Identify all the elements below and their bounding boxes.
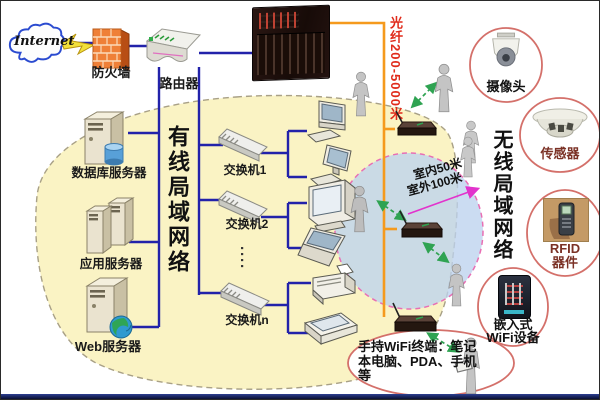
handheld-terminals-note: 手持WiFi终端：笔记 本电脑、PDA、手机 等 xyxy=(358,339,477,384)
embedded-wifi-label-line2: WiFi设备 xyxy=(486,330,540,345)
wired-lan-region xyxy=(35,94,459,390)
dome-camera-icon xyxy=(492,32,520,67)
server-rack-icon xyxy=(252,4,330,82)
switch-1-icon xyxy=(218,128,268,162)
bottom-border-bar xyxy=(1,394,599,399)
rfid-label-line1: RFID xyxy=(549,241,581,256)
flat-monitor-pc-icon xyxy=(309,144,352,187)
access-point-bottom-icon xyxy=(392,302,437,332)
person-figure xyxy=(434,63,454,113)
embedded-wifi-device-icon xyxy=(498,275,531,319)
wireless-links xyxy=(376,81,460,353)
range-arrow xyxy=(407,186,481,215)
crt-pc-icon xyxy=(308,178,356,233)
switch-n-label: 交换机n xyxy=(225,313,269,327)
web-server-icon xyxy=(85,277,133,339)
printer-icon xyxy=(312,263,356,306)
camera-label: 摄像头 xyxy=(486,79,526,94)
sensor-label: 传感器 xyxy=(540,146,580,161)
access-point-top-icon xyxy=(395,110,437,136)
switch-ellipsis: ···· xyxy=(233,246,250,270)
lightning-bolt-icon xyxy=(61,33,95,56)
wired-lan-title: 有线局域网络 xyxy=(165,125,190,275)
fiber-length-label: 光纤200-5000米 xyxy=(388,16,403,121)
wireless-lan-title: 无线局域网络 xyxy=(490,129,512,261)
switch-n-icon xyxy=(220,282,270,316)
scanner-icon xyxy=(303,312,359,346)
person-with-laptop-figure xyxy=(454,337,480,395)
person-figure xyxy=(460,136,476,178)
access-point-middle-icon xyxy=(399,210,443,238)
application-server-icon xyxy=(85,197,135,254)
router-label: 路由器 xyxy=(159,76,199,91)
router-icon xyxy=(145,28,202,62)
person-figure xyxy=(352,71,370,117)
switch-2-label: 交换机2 xyxy=(225,217,269,231)
switch-2-icon xyxy=(218,190,268,224)
desktop-pc-icon xyxy=(306,100,346,143)
person-figure xyxy=(350,185,369,233)
laptop-icon xyxy=(297,227,346,267)
internet-cloud-icon xyxy=(8,22,66,63)
database-server-icon xyxy=(83,111,125,166)
sensor-icon xyxy=(532,108,588,138)
web-server-label: Web服务器 xyxy=(74,339,142,354)
person-figure xyxy=(448,263,465,307)
embedded-wifi-label-line1: 嵌入式 xyxy=(493,317,533,332)
rfid-reader-icon xyxy=(543,198,589,242)
database-server-label: 数据库服务器 xyxy=(71,166,147,180)
internet-label: Internet xyxy=(14,34,75,49)
firewall-label: 防火墙 xyxy=(91,65,131,80)
firewall-icon xyxy=(92,28,130,71)
application-server-label: 应用服务器 xyxy=(79,257,143,271)
rfid-label-line2: 器件 xyxy=(551,255,578,270)
switch-1-label: 交换机1 xyxy=(223,163,267,177)
